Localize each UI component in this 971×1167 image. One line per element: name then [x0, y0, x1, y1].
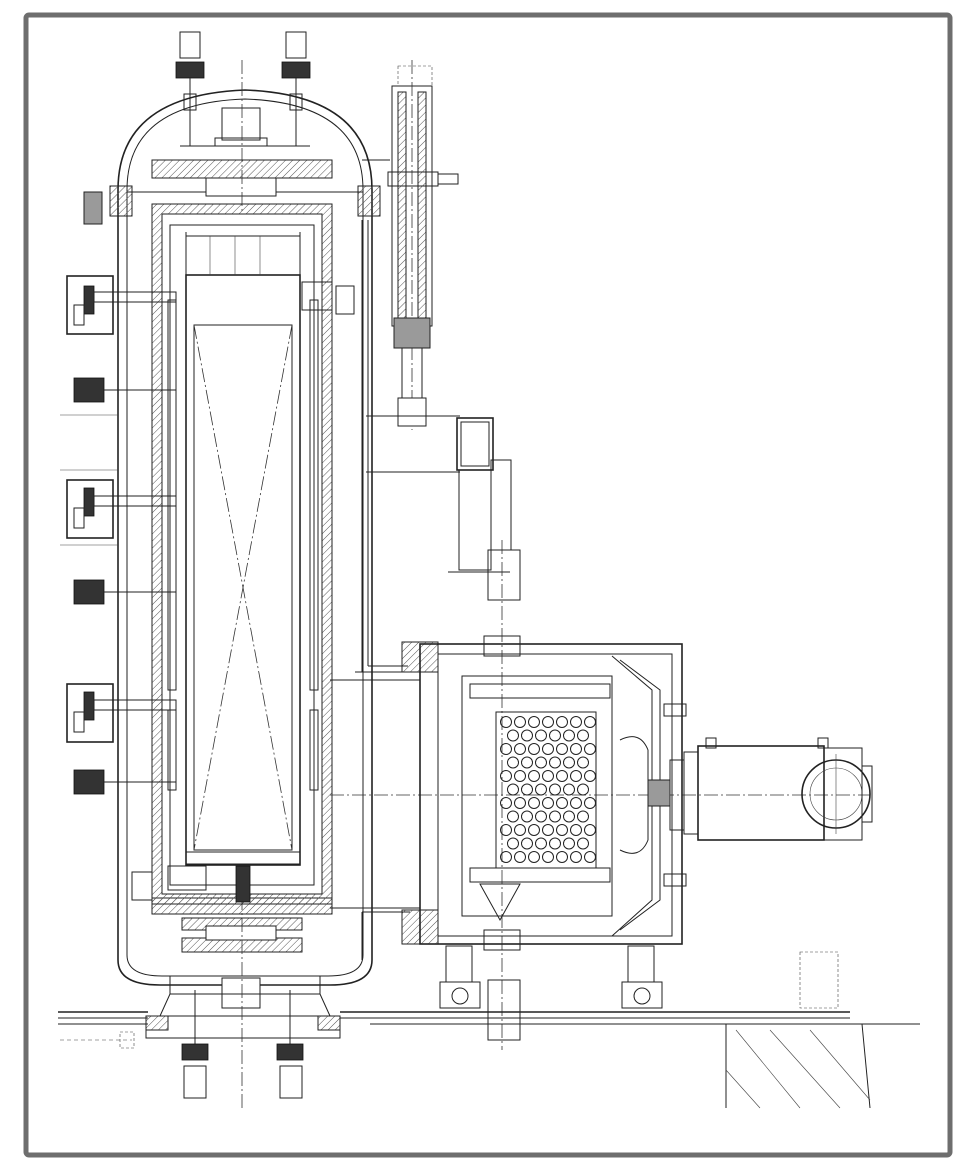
tube [521, 756, 533, 769]
tube [528, 716, 540, 728]
side-clamps [60, 191, 177, 795]
tube [521, 783, 533, 796]
tube [528, 770, 540, 782]
tube [556, 851, 568, 863]
tube [549, 756, 561, 769]
tube [556, 797, 568, 809]
tube [528, 797, 540, 809]
tube [535, 810, 547, 823]
tube [500, 770, 512, 782]
tube [542, 824, 554, 836]
tube [570, 770, 582, 782]
tube [507, 810, 519, 823]
tube [500, 851, 512, 863]
tube [584, 716, 596, 728]
tube [577, 729, 589, 742]
tube [514, 824, 526, 836]
tube [514, 797, 526, 809]
tube [570, 716, 582, 728]
tube [549, 729, 561, 742]
tube [535, 756, 547, 769]
tube [584, 851, 596, 863]
tube [528, 743, 540, 755]
tube [514, 770, 526, 782]
hydraulic-cylinder [362, 60, 460, 473]
tube [556, 770, 568, 782]
tube [584, 824, 596, 836]
tube [514, 851, 526, 863]
tube [542, 743, 554, 755]
tube [500, 824, 512, 836]
tube [507, 783, 519, 796]
tube [577, 837, 589, 850]
tube [535, 783, 547, 796]
tube [500, 743, 512, 755]
tube [507, 756, 519, 769]
tube [563, 783, 575, 796]
tube [577, 783, 589, 796]
tube [535, 837, 547, 850]
tube [570, 743, 582, 755]
motor [683, 737, 873, 841]
tube [563, 837, 575, 850]
drawing-frame [23, 12, 953, 1158]
tube [570, 824, 582, 836]
tube [521, 729, 533, 742]
rail-track [58, 1011, 920, 1109]
tube [563, 729, 575, 742]
tube [556, 824, 568, 836]
connecting-duct [330, 220, 870, 1050]
tube [535, 729, 547, 742]
tube [542, 797, 554, 809]
fan-housing [401, 635, 687, 951]
tube [570, 851, 582, 863]
tube [549, 837, 561, 850]
support-wheels [439, 945, 839, 1041]
tube [542, 716, 554, 728]
tube [521, 837, 533, 850]
tube [500, 716, 512, 728]
tube [577, 810, 589, 823]
tube [521, 810, 533, 823]
tube [556, 743, 568, 755]
bottom-valves [181, 990, 304, 1099]
tube [584, 797, 596, 809]
tube [507, 729, 519, 742]
heating-chamber [131, 203, 355, 905]
tube [584, 743, 596, 755]
tube [507, 837, 519, 850]
tube [563, 810, 575, 823]
tube [570, 797, 582, 809]
tube [514, 743, 526, 755]
tube [549, 783, 561, 796]
top-valves [175, 31, 311, 146]
tube [584, 770, 596, 782]
tube [528, 824, 540, 836]
tube [528, 851, 540, 863]
tube [500, 797, 512, 809]
tube [563, 756, 575, 769]
heat-exchanger [495, 711, 597, 869]
vessel [109, 60, 381, 1108]
tube [549, 810, 561, 823]
tube [577, 756, 589, 769]
tube [542, 851, 554, 863]
tube [542, 770, 554, 782]
tube [514, 716, 526, 728]
tube [556, 716, 568, 728]
